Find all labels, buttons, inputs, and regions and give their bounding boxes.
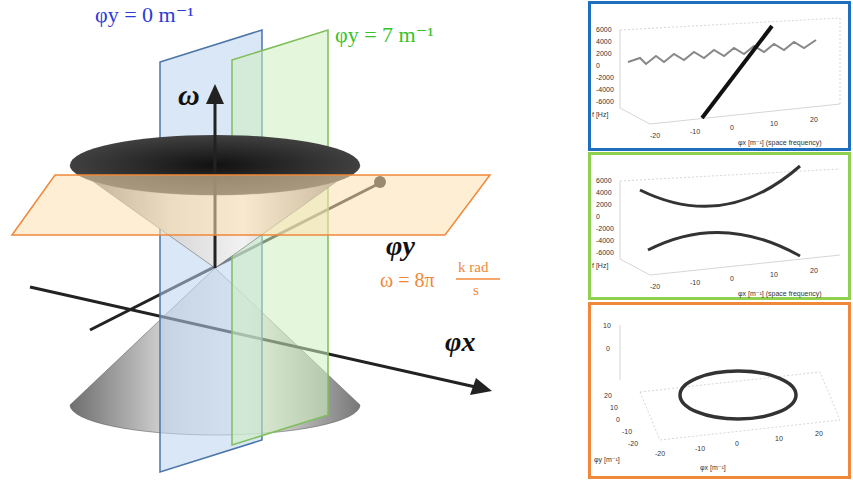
tick-label: 20 bbox=[810, 267, 818, 274]
upper-branch bbox=[640, 166, 800, 206]
grid-line bbox=[840, 18, 841, 104]
tick-label: -6000 bbox=[596, 98, 614, 105]
fraction-bar bbox=[456, 278, 500, 280]
wavenumber-ring bbox=[680, 371, 796, 419]
tick-label: -10 bbox=[690, 279, 700, 286]
tick-label: 0 bbox=[730, 124, 734, 131]
tick-label: 10 bbox=[610, 404, 618, 411]
blue-grid bbox=[620, 18, 840, 124]
tick-label: -4000 bbox=[596, 86, 614, 93]
tick-label: 6000 bbox=[596, 177, 612, 184]
grid-line bbox=[620, 30, 621, 108]
ridge bbox=[628, 40, 816, 64]
tick-label: -2000 bbox=[596, 74, 614, 81]
tick-label: 0 bbox=[596, 213, 600, 220]
tick-label: -10 bbox=[622, 428, 632, 435]
axis-title: φx [m⁻¹] (space frequency) bbox=[738, 290, 822, 297]
tick-label: 4000 bbox=[596, 38, 612, 45]
tick-label: -20 bbox=[655, 450, 665, 457]
plane-label: φy = 0 m⁻¹ bbox=[95, 4, 194, 26]
tick-label: 4000 bbox=[596, 189, 612, 196]
tick-label: 10 bbox=[770, 120, 778, 127]
tick-label: -10 bbox=[695, 445, 705, 452]
tick-label: 10 bbox=[603, 322, 611, 329]
tick-label: 10 bbox=[775, 435, 783, 442]
tick-label: -20 bbox=[650, 283, 660, 290]
plane-label: φy = 7 m⁻¹ bbox=[335, 24, 434, 46]
axis-label: ω bbox=[178, 80, 200, 110]
grid-line bbox=[620, 255, 840, 275]
phi-x-axis-head bbox=[470, 378, 492, 395]
tick-label: -20 bbox=[650, 132, 660, 139]
tick-label: 20 bbox=[815, 430, 823, 437]
grid-line bbox=[620, 169, 840, 181]
grid-line bbox=[620, 18, 840, 30]
axis-title: f [Hz] bbox=[592, 111, 608, 118]
grid-line bbox=[620, 104, 840, 124]
axis-title: φx [m⁻¹] bbox=[700, 464, 726, 471]
orange-plane bbox=[12, 175, 490, 235]
blue-frame bbox=[590, 3, 850, 150]
tick-label: 20 bbox=[810, 116, 818, 123]
grid-line bbox=[620, 181, 621, 259]
tick-label: 0 bbox=[616, 416, 620, 423]
plane-label: k rad bbox=[458, 260, 488, 275]
tick-label: 0 bbox=[730, 275, 734, 282]
orange-grid bbox=[620, 325, 840, 440]
dispersion-line bbox=[702, 26, 772, 118]
tick-label: 10 bbox=[770, 271, 778, 278]
tick-label: -4000 bbox=[596, 237, 614, 244]
lower-branch bbox=[648, 232, 800, 256]
tick-label: 2000 bbox=[596, 50, 612, 57]
omega-axis-head bbox=[206, 84, 224, 104]
axis-label: φy bbox=[386, 232, 415, 260]
green-frame bbox=[590, 154, 850, 299]
tick-label: 2000 bbox=[596, 201, 612, 208]
plane-label: s bbox=[473, 283, 479, 298]
tick-label: 0 bbox=[735, 440, 739, 447]
tick-label: -10 bbox=[690, 128, 700, 135]
grid-line bbox=[620, 325, 621, 380]
axis-title: f [Hz] bbox=[592, 262, 608, 269]
tick-label: 0 bbox=[596, 62, 600, 69]
axis-label: φx bbox=[445, 328, 475, 356]
plane-label: ω = 8π bbox=[380, 270, 435, 290]
green-grid bbox=[620, 169, 840, 275]
grid-line bbox=[640, 372, 840, 440]
tick-label: 6000 bbox=[596, 26, 612, 33]
axis-title: φy [m⁻¹] bbox=[594, 456, 620, 463]
orange-frame bbox=[590, 304, 850, 478]
tick-label: 0 bbox=[606, 345, 610, 352]
tick-label: -2000 bbox=[596, 225, 614, 232]
axis-title: φx [m⁻¹] (space frequency) bbox=[738, 139, 822, 146]
tick-label: -6000 bbox=[596, 249, 614, 256]
tick-label: 20 bbox=[604, 392, 612, 399]
tick-label: -20 bbox=[628, 440, 638, 447]
